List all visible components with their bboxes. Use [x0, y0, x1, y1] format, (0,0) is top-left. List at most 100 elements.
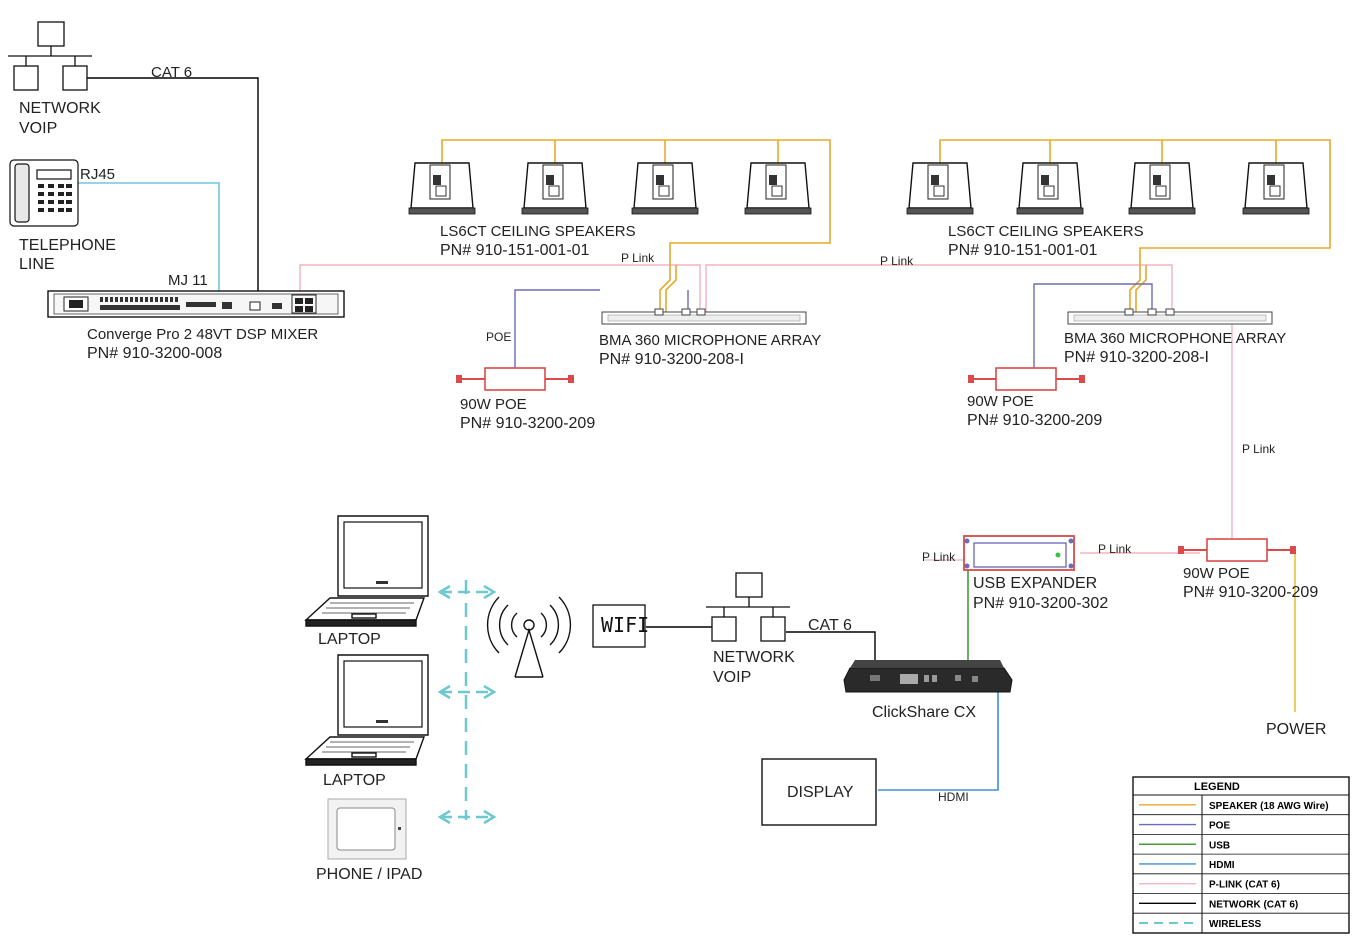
poe-injector-left-icon	[456, 367, 574, 391]
legend-label: NETWORK (CAT 6)	[1209, 899, 1298, 910]
ceiling-speakers-right	[906, 162, 1310, 215]
network-cable-clickshare	[786, 631, 876, 665]
usb-expander-pn: PN# 910-3200-302	[973, 595, 1108, 612]
poe-right-pn: PN# 910-3200-209	[967, 412, 1102, 429]
speaker-wire-left-e	[665, 265, 677, 312]
ceiling-speaker-left-4	[744, 162, 812, 215]
plink-mic-left-to-mic-right	[705, 264, 1173, 312]
legend-row: USB	[1133, 834, 1349, 851]
poe-right-name: 90W POE	[967, 393, 1034, 410]
telephone-icon	[9, 159, 79, 227]
legend: LEGEND SPEAKER (18 AWG Wire) POE USB HDMI P-…	[1132, 776, 1350, 934]
network-bottom-cable-label: CAT 6	[808, 617, 852, 634]
plink-label-3: P Link	[1242, 442, 1276, 456]
telephone-label-1: TELEPHONE	[19, 237, 116, 254]
dsp-mixer-icon	[47, 290, 345, 318]
laptop-1-label: LAPTOP	[318, 631, 381, 648]
legend-row: SPEAKER (18 AWG Wire)	[1139, 801, 1329, 812]
legend-label: POE	[1209, 821, 1230, 832]
speaker-wire-right	[939, 139, 1331, 312]
mixer-pn: PN# 910-3200-008	[87, 345, 222, 362]
laptop-2-label: LAPTOP	[323, 772, 386, 789]
plink-label-4: P Link	[1098, 542, 1132, 556]
network-top-cable-label: CAT 6	[151, 64, 192, 81]
plink-label-1: P Link	[621, 251, 655, 265]
rj45-cable	[78, 182, 220, 296]
microphone-array-left-icon	[601, 308, 807, 325]
usb-expander-name: USB EXPANDER	[973, 575, 1097, 592]
mixer-name: Converge Pro 2 48VT DSP MIXER	[87, 326, 318, 343]
ceiling-speakers-left	[408, 162, 812, 215]
telephone-label-2: LINE	[19, 256, 55, 273]
mic-right-pn: PN# 910-3200-208-I	[1064, 349, 1209, 366]
ceiling-speaker-left-1	[408, 162, 476, 215]
ceiling-speaker-right-4	[1242, 162, 1310, 215]
poe-bottom-name: 90W POE	[1183, 565, 1250, 582]
mic-left-pn: PN# 910-3200-208-I	[599, 351, 744, 368]
mic-right-name: BMA 360 MICROPHONE ARRAY	[1064, 330, 1286, 347]
laptop-icon-2	[304, 654, 429, 766]
speakers-left-pn: PN# 910-151-001-01	[440, 242, 590, 259]
rj45-label: RJ45	[80, 166, 115, 183]
clickshare-name: ClickShare CX	[872, 704, 976, 721]
network-bottom-label-1: NETWORK	[713, 649, 795, 666]
poe-injector-bottom-icon	[1178, 538, 1296, 562]
speaker-wire-right-e	[1135, 265, 1147, 312]
wireless-links	[437, 580, 497, 825]
network-switch-icon-top	[8, 21, 92, 91]
ceiling-speaker-left-2	[521, 162, 589, 215]
mj11-label: MJ 11	[168, 272, 208, 289]
poe-cable-right	[1033, 283, 1153, 368]
poe-left-cable-label: POE	[486, 330, 511, 344]
legend-label: WIRELESS	[1209, 919, 1262, 930]
network-top-label-1: NETWORK	[19, 100, 101, 117]
legend-title: LEGEND	[1194, 781, 1240, 793]
legend-label: HDMI	[1209, 860, 1235, 871]
legend-label: USB	[1209, 840, 1230, 851]
legend-label: SPEAKER (18 AWG Wire)	[1209, 801, 1329, 812]
network-bottom-label-2: VOIP	[713, 669, 751, 686]
plink-label-2: P Link	[880, 254, 914, 268]
network-cable-top	[87, 77, 259, 304]
speakers-right-name: LS6CT CEILING SPEAKERS	[948, 223, 1144, 240]
wifi-box	[592, 604, 646, 648]
ceiling-speaker-left-3	[631, 162, 699, 215]
poe-left-pn: PN# 910-3200-209	[460, 415, 595, 432]
network-top-label-2: VOIP	[19, 120, 57, 137]
speakers-right-pn: PN# 910-151-001-01	[948, 242, 1098, 259]
power-label: POWER	[1266, 721, 1326, 738]
display-name: DISPLAY	[787, 784, 854, 801]
clickshare-cx-icon	[843, 660, 1013, 693]
plink-label-5: P Link	[922, 550, 956, 564]
legend-row: WIRELESS	[1133, 912, 1349, 930]
usb-expander-icon	[963, 535, 1075, 571]
legend-label: P-LINK (CAT 6)	[1209, 880, 1280, 891]
legend-rows: SPEAKER (18 AWG Wire) POE USB HDMI P-LINK (C…	[1133, 801, 1349, 930]
hdmi-cable	[878, 690, 999, 791]
speakers-left-name: LS6CT CEILING SPEAKERS	[440, 223, 636, 240]
display-box	[761, 758, 877, 826]
hdmi-label: HDMI	[938, 790, 969, 804]
legend-frame	[1132, 776, 1350, 934]
laptop-icon-1	[304, 515, 429, 627]
poe-cable-left	[514, 289, 600, 368]
wifi-label: WIFI	[601, 613, 649, 637]
wireless-antenna-icon	[486, 596, 572, 678]
mic-left-name: BMA 360 MICROPHONE ARRAY	[599, 332, 821, 349]
plink-mixer-to-mic-left	[299, 264, 701, 312]
poe-bottom-pn: PN# 910-3200-209	[1183, 584, 1318, 601]
speaker-wire-left	[441, 139, 831, 312]
legend-row: P-LINK (CAT 6)	[1133, 873, 1349, 891]
tablet-icon	[327, 798, 407, 860]
tablet-label: PHONE / IPAD	[316, 866, 422, 883]
poe-left-name: 90W POE	[460, 396, 527, 413]
legend-row: POE	[1133, 814, 1349, 832]
legend-row: NETWORK (CAT 6)	[1133, 893, 1349, 910]
ceiling-speaker-right-2	[1016, 162, 1084, 215]
network-switch-icon-bottom	[706, 572, 790, 642]
poe-injector-right-icon	[968, 367, 1085, 391]
ceiling-speaker-right-1	[906, 162, 974, 215]
legend-row: HDMI	[1133, 853, 1349, 871]
microphone-array-right-icon	[1067, 308, 1273, 325]
